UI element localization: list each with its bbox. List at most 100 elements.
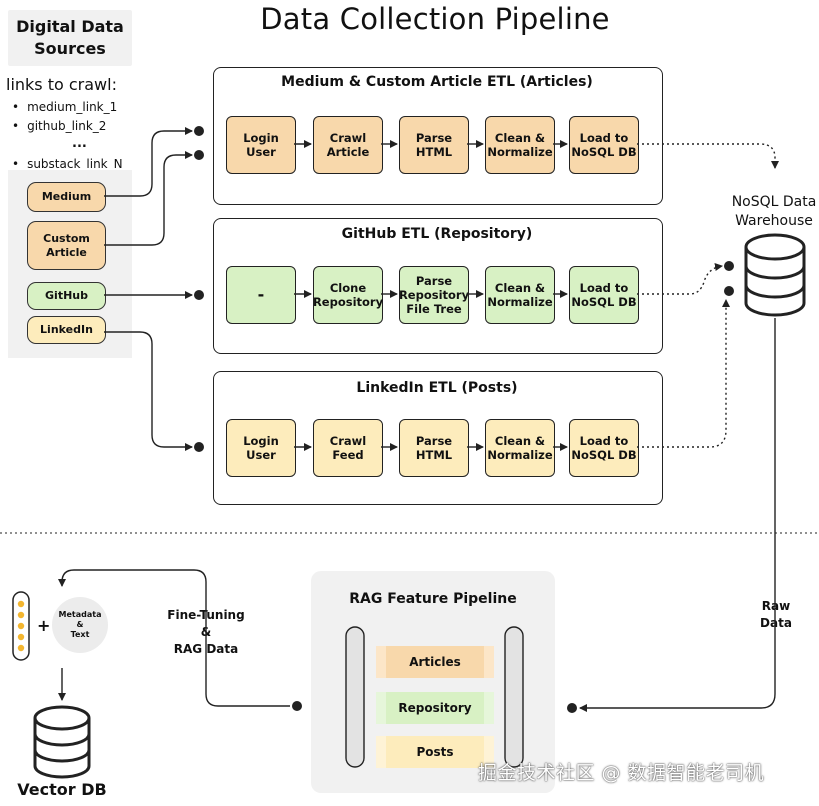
source-linkedin: LinkedIn <box>27 316 106 344</box>
meta-line: Text <box>70 630 90 639</box>
source-medium: Medium <box>27 182 106 212</box>
step-line: Normalize <box>487 295 553 309</box>
source-github: GitHub <box>27 282 106 310</box>
connector-custom-article <box>104 151 193 246</box>
step-line: Normalize <box>487 145 553 159</box>
etl-step: Clean &Normalize <box>485 419 555 477</box>
raw-data-line1: Raw <box>761 599 791 613</box>
etl-step: Clean &Normalize <box>485 266 555 324</box>
step-line: Login <box>243 434 279 448</box>
step-line: - <box>257 285 265 304</box>
meta-line: Metadata <box>58 610 102 619</box>
source-label: GitHub <box>45 289 88 302</box>
step-line: Normalize <box>487 448 553 462</box>
step-line: Parse <box>415 274 453 288</box>
connector-dot <box>194 290 204 300</box>
dotted-posts <box>637 299 730 448</box>
source-label: Custom <box>43 231 90 245</box>
nosql-database-icon <box>744 233 806 317</box>
metadata-text-bubble: Metadata&Text <box>52 597 108 653</box>
source-label: LinkedIn <box>40 323 93 336</box>
connector-dot <box>194 150 204 160</box>
watermark-text: 掘金技术社区 @ 数据智能老司机 <box>478 762 765 784</box>
rag-bar-label: Repository <box>398 701 472 715</box>
sources-title-line1: Digital Data <box>16 17 124 36</box>
step-line: Crawl <box>329 434 367 448</box>
raw-data-label: Raw Data <box>745 598 807 632</box>
step-line: HTML <box>415 448 453 462</box>
step-line: Repository <box>312 295 384 309</box>
step-line: Load to <box>579 131 629 145</box>
step-line: Parse <box>415 434 453 448</box>
rag-right-column <box>504 626 524 768</box>
connector-medium <box>104 127 193 197</box>
etl-step: Clean &Normalize <box>485 116 555 174</box>
vector-db-label: Vector DB <box>17 780 107 799</box>
connector-dot <box>194 442 204 452</box>
meta-line: & <box>76 620 84 629</box>
raw-data-line2: Data <box>760 616 792 630</box>
rag-bar-repository: Repository <box>376 692 494 724</box>
vector-database-icon <box>33 705 91 779</box>
step-line: Clean & <box>494 434 546 448</box>
step-line: NoSQL DB <box>571 145 637 159</box>
plus-sign: + <box>37 616 51 635</box>
link-item: substack_link_N <box>12 155 123 174</box>
step-line: Load to <box>579 434 629 448</box>
source-label: Medium <box>41 190 92 203</box>
links-list: medium_link_1 github_link_2 substack_lin… <box>12 98 123 174</box>
step-line: Clone <box>329 281 367 295</box>
rag-bar-label: Articles <box>409 655 461 669</box>
embedding-vector-icon <box>12 591 30 661</box>
step-line: Load to <box>579 281 629 295</box>
step-line: HTML <box>415 145 453 159</box>
rag-left-column <box>345 626 365 768</box>
step-line: Clean & <box>494 131 546 145</box>
etl-posts-title: LinkedIn ETL (Posts) <box>356 380 518 396</box>
etl-step: - <box>226 266 296 324</box>
warehouse-label-line2: Warehouse <box>735 213 813 229</box>
rag-bar-articles: Articles <box>376 646 494 678</box>
link-item: medium_link_1 <box>12 98 123 117</box>
links-title: links to crawl: <box>6 75 117 94</box>
sources-title-line2: Sources <box>34 39 106 58</box>
dotted-repository <box>637 263 723 295</box>
step-line: File Tree <box>406 302 462 316</box>
step-line: Repository <box>398 288 470 302</box>
etl-articles-title: Medium & Custom Article ETL (Articles) <box>281 74 593 90</box>
link-item: github_link_2 <box>12 117 123 136</box>
rag-title: RAG Feature Pipeline <box>349 591 517 607</box>
step-line: Article <box>326 145 370 159</box>
source-label: Article <box>46 245 87 259</box>
rag-bar-label: Posts <box>416 745 454 759</box>
links-ellipsis: ... <box>72 136 87 151</box>
rag-bar-posts: Posts <box>376 736 494 768</box>
warehouse-label-line1: NoSQL Data <box>731 194 817 210</box>
warehouse-label: NoSQL Data Warehouse <box>724 193 819 231</box>
step-line: User <box>246 448 276 462</box>
step-line: User <box>246 145 276 159</box>
diagram-title: Data Collection Pipeline <box>260 2 610 36</box>
step-line: NoSQL DB <box>571 295 637 309</box>
dotted-articles <box>637 143 779 169</box>
step-line: Login <box>243 131 279 145</box>
connector-dot <box>194 126 204 136</box>
step-line: NoSQL DB <box>571 448 637 462</box>
step-line: Crawl <box>329 131 367 145</box>
connector-linkedin <box>104 331 193 451</box>
step-line: Clean & <box>494 281 546 295</box>
step-line: Parse <box>415 131 453 145</box>
step-line: Feed <box>332 448 364 462</box>
